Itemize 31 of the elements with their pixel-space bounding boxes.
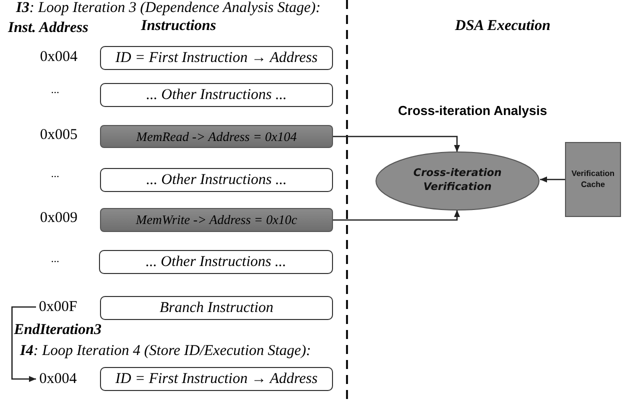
address-text: 0x009 [40,210,78,227]
section-heading: Cross-iteration Analysis [398,103,548,118]
heading: I4: Loop Iteration 4 (Store ID/Execution Stage): [20,343,312,360]
address-text: 0x00F [36,298,80,316]
verification-ellipse [375,151,540,211]
column-heading: DSA Execution [455,18,550,35]
address-text: 0x005 [40,127,78,144]
node-label: Verification Cache [570,169,616,190]
instruction-box: ID = First Instruction → Address [100,46,333,70]
arrow [333,210,460,221]
arrow [333,136,460,152]
arrow [11,306,36,382]
iteration-end-label: EndIteration3 [14,322,102,339]
instruction-box: Branch Instruction [100,296,333,320]
ellipsis-text: ... [51,253,60,265]
cache-box [565,142,621,217]
heading: I3: Loop Iteration 3 (Dependence Analysis Stage): [16,0,321,17]
instruction-box: ... Other Instructions ... [100,168,333,192]
address-text: 0x004 [40,49,78,66]
node-label: Cross-iteration Verification [412,167,503,195]
address-text: 0x004 [36,370,80,388]
ellipsis-text: ... [51,84,60,96]
instruction-box: ID = First Instruction → Address [100,367,333,391]
instruction-box: ... Other Instructions ... [99,250,333,274]
instruction-box: ... Other Instructions ... [100,83,333,107]
column-heading: Inst. Address [8,20,88,37]
memory-access-box: MemWrite -> Address = 0x10c [100,208,333,232]
arrow [540,176,565,182]
column-heading: Instructions [141,18,216,35]
memory-access-box: MemRead -> Address = 0x104 [100,125,333,148]
ellipsis-text: ... [51,168,60,180]
